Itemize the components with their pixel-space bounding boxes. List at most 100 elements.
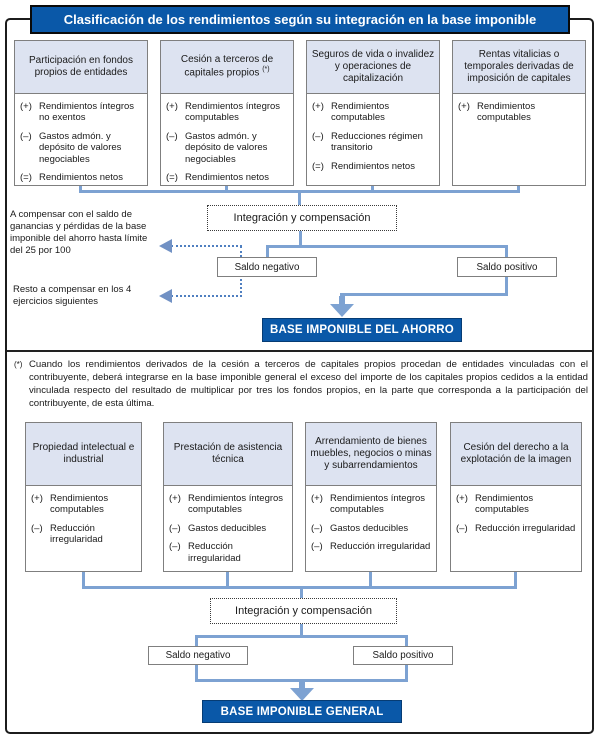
- saldo-negativo-general: Saldo negativo: [148, 646, 248, 665]
- box-item: (+)Rendimientos computables: [312, 101, 436, 124]
- item-text: Rendimientos netos: [331, 160, 415, 172]
- income-box-arrendamiento: Arrendamiento de bienes muebles, negocio…: [305, 422, 437, 572]
- box-item: (–) Reducción irregularidad: [311, 541, 433, 552]
- item-sign: (+): [31, 493, 43, 504]
- item-text: Gastos deducibles: [188, 522, 267, 534]
- box-item: (–) Reducción irregularidad: [31, 523, 138, 546]
- box-header: Cesión a terceros de capitales propios (…: [161, 41, 293, 94]
- item-sign: (+): [166, 101, 178, 112]
- item-text: Rendimientos computables: [50, 493, 109, 516]
- connector-line: [300, 589, 303, 598]
- item-text: Reducciones régimen transitorio: [331, 130, 423, 154]
- income-box-rentas-vitalicias: Rentas vitalicias o temporales derivadas…: [452, 40, 586, 186]
- connector-line: [225, 186, 228, 193]
- item-sign: (–): [169, 522, 181, 534]
- box-header: Rentas vitalicias o temporales derivadas…: [453, 41, 585, 94]
- saldo-negativo-savings: Saldo negativo: [217, 257, 317, 277]
- connector-bus: [82, 586, 517, 589]
- box-items: (+)Rendimientos computables(–)Reduccione…: [307, 94, 439, 185]
- item-text: Rendimientos netos: [39, 171, 123, 183]
- connector-line: [300, 624, 303, 635]
- box-items: (+) Rendimientos íntegros computables (–) G…: [164, 486, 292, 571]
- income-box-derecho-imagen: Cesión del derecho a la explotación de l…: [450, 422, 582, 572]
- box-item: (+)Rendimientos íntegros computables: [311, 493, 433, 516]
- connector-line: [79, 186, 82, 193]
- box-item: (–)Gastos admón. y depósito de valores n…: [20, 131, 144, 165]
- income-box-seguros: Seguros de vida o invalidez y operacione…: [306, 40, 440, 186]
- item-text: Reducción irregularidad: [50, 522, 103, 546]
- income-box-asistencia-tecnica: Prestación de asistencia técnica (+) Rend…: [163, 422, 293, 572]
- item-text: Rendimientos íntegros computables: [188, 493, 284, 516]
- base-imponible-general: BASE IMPONIBLE GENERAL: [202, 700, 402, 723]
- item-sign: (+): [458, 101, 470, 112]
- item-text: Gastos deducibles: [330, 522, 409, 534]
- box-header: Propiedad intelectual e industrial: [26, 423, 141, 486]
- item-sign: (+): [311, 493, 323, 504]
- connector-line: [195, 665, 198, 682]
- footnote: (*) Cuando los rendimientos derivados de…: [14, 359, 588, 410]
- item-sign: (+): [169, 493, 181, 504]
- box-header-text: Cesión a terceros de capitales propios: [180, 54, 274, 79]
- box-item: (=) Rendimientos netos: [20, 172, 144, 183]
- box-items: (+) Rendimientos computables (–) Reducción …: [26, 486, 141, 571]
- footnote-marker: (*): [14, 360, 23, 369]
- arrow-left-icon: [159, 239, 172, 253]
- connector-bus: [79, 190, 520, 193]
- connector-line: [514, 572, 517, 586]
- item-sign: (–): [169, 541, 181, 553]
- box-header: Arrendamiento de bienes muebles, negocio…: [306, 423, 436, 486]
- item-sign: (–): [311, 522, 323, 534]
- item-text: Reducción irregularidad: [330, 541, 431, 553]
- annotation-resto-compensar: Resto a compensar en los 4 ejercicios si…: [13, 284, 132, 308]
- integration-box-savings: Integración y compensación: [207, 205, 397, 231]
- income-box-cesion-capitales: Cesión a terceros de capitales propios (…: [160, 40, 294, 186]
- connector-line: [299, 682, 305, 689]
- item-text: Gastos admón. y depósito de valores nego…: [39, 130, 122, 165]
- box-items: (+) Rendimientos computables: [453, 94, 585, 185]
- item-sign: (–): [166, 130, 178, 142]
- box-header: Prestación de asistencia técnica: [164, 423, 292, 486]
- box-item: (–)Reducción irregularidad: [456, 523, 578, 534]
- item-sign: (–): [31, 522, 43, 534]
- item-text: Reducción irregularidad: [188, 541, 241, 564]
- connector-line: [266, 248, 269, 257]
- item-sign: (+): [312, 101, 324, 112]
- connector-line: [299, 231, 302, 245]
- item-sign: (=): [312, 160, 324, 172]
- connector-line: [340, 293, 508, 296]
- box-item: (+)Rendimientos íntegros no exentos: [20, 101, 144, 124]
- box-item: (–)Gastos admón. y depósito de valores n…: [166, 131, 290, 165]
- item-sign: (=): [20, 171, 32, 183]
- income-box-propiedad-intelectual: Propiedad intelectual e industrial (+) Re…: [25, 422, 142, 572]
- item-sign: (+): [456, 493, 468, 504]
- footnote-text: Cuando los rendimientos derivados de la …: [29, 359, 588, 409]
- box-item: (–) Gastos deducibles: [169, 523, 289, 534]
- connector-line: [369, 572, 372, 586]
- box-items: (+) Rendimientos íntegros computables (–)G…: [161, 94, 293, 185]
- box-item: (+) Rendimientos computables: [458, 101, 582, 124]
- item-sign: (–): [311, 541, 323, 553]
- connector-line: [371, 186, 374, 193]
- item-text: Rendimientos computables: [477, 101, 536, 124]
- item-text: Rendimientos íntegros computables: [185, 101, 281, 124]
- connector-line: [266, 245, 508, 248]
- item-sign: (–): [456, 522, 468, 534]
- connector-line: [505, 277, 508, 296]
- arrow-down-icon: [290, 688, 314, 701]
- box-header: Seguros de vida o invalidez y operacione…: [307, 41, 439, 94]
- connector-line: [82, 572, 85, 586]
- connector-line: [339, 296, 345, 305]
- box-item: (=)Rendimientos netos: [166, 172, 290, 183]
- saldo-positivo-savings: Saldo positivo: [457, 257, 557, 277]
- arrow-left-icon: [159, 289, 172, 303]
- item-sign: (+): [20, 101, 32, 112]
- income-box-participacion: Participación en fondos propios de entid…: [14, 40, 148, 186]
- box-items: (+)Rendimientos íntegros computables (–) G…: [306, 486, 436, 571]
- dotted-connector: [171, 245, 242, 247]
- connector-line: [517, 186, 520, 193]
- connector-line: [195, 635, 408, 638]
- connector-line: [195, 638, 198, 646]
- box-item: (–) Reducción irregularidad: [169, 541, 289, 564]
- box-item: (+) Rendimientos computables: [31, 493, 138, 516]
